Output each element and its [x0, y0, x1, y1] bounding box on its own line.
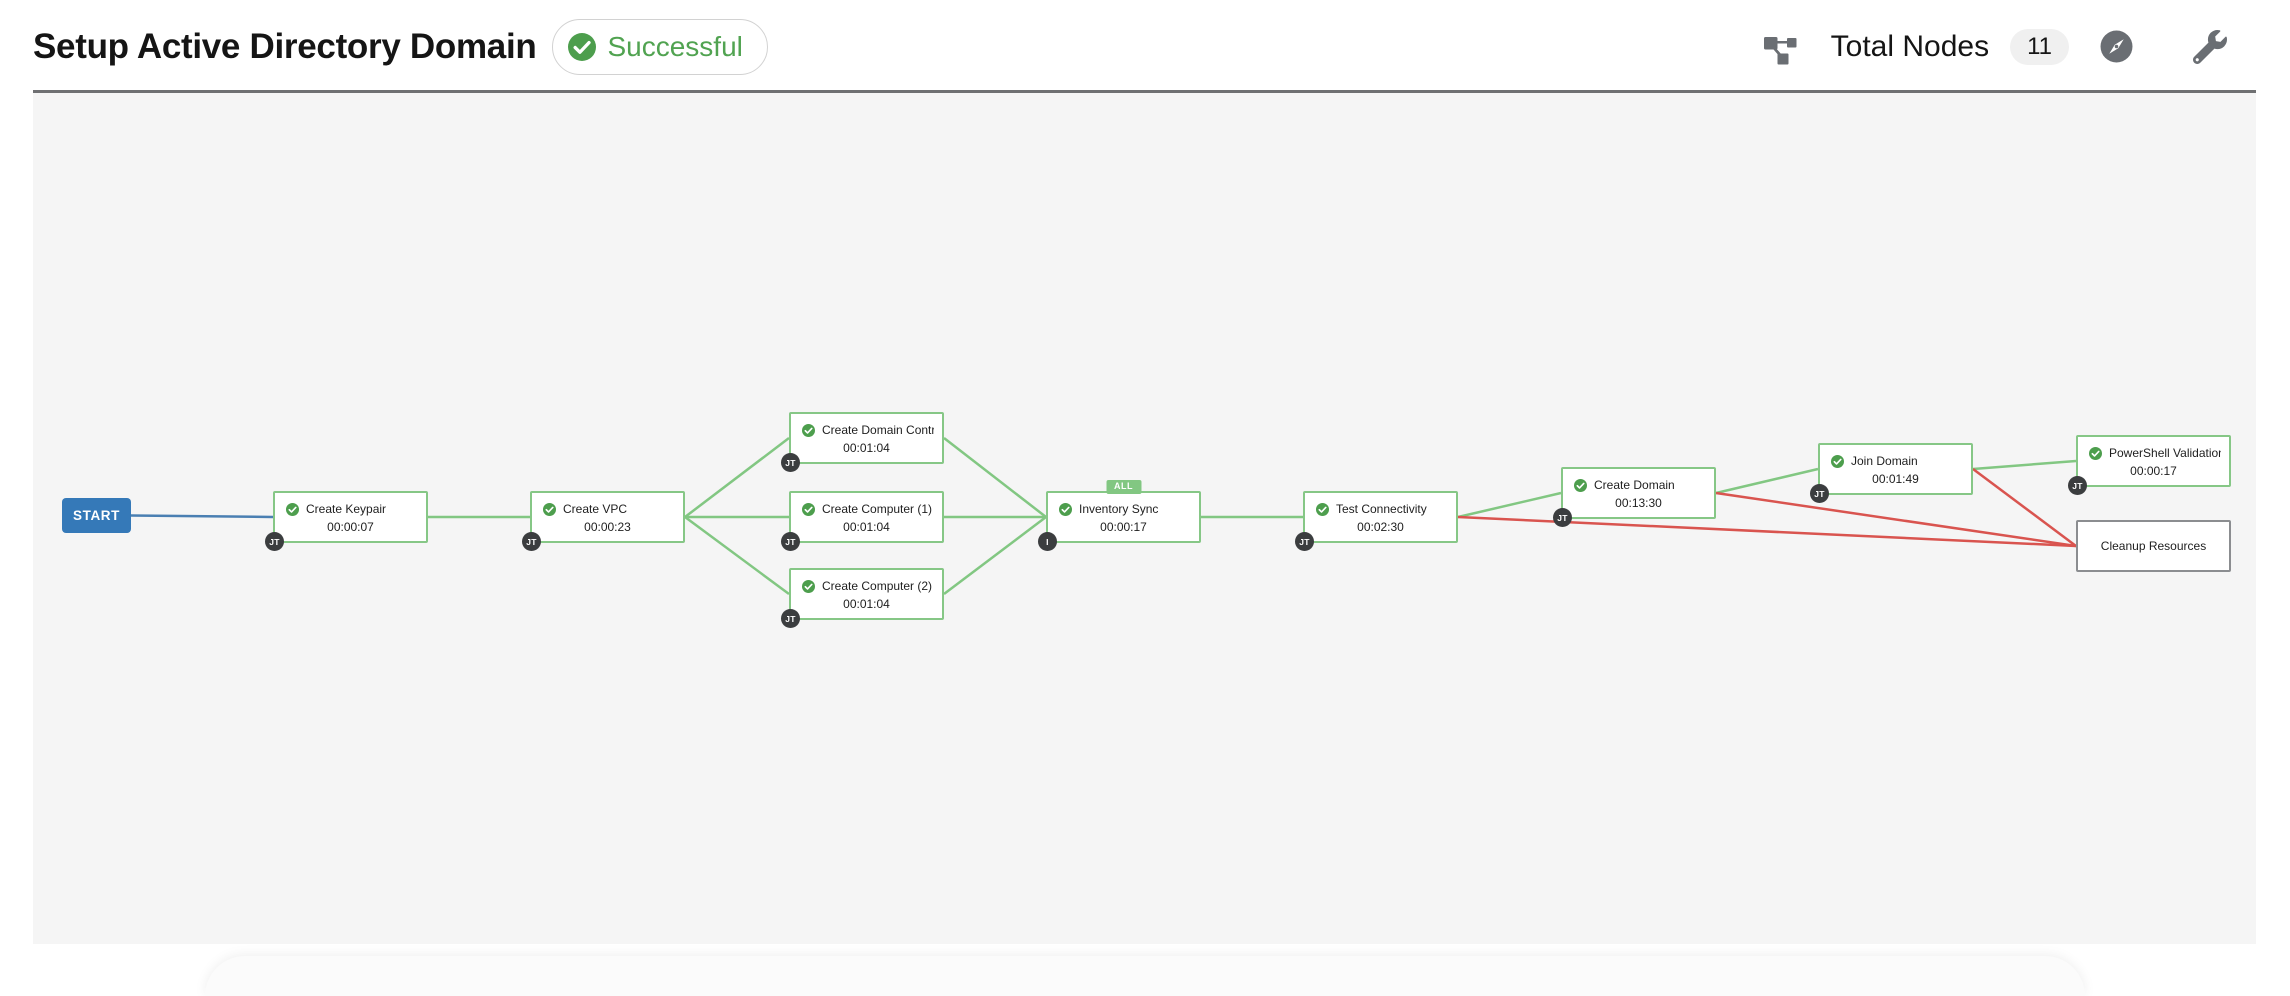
start-node[interactable]: START: [62, 498, 131, 533]
start-node-label: START: [73, 508, 120, 523]
node-type-badge: JT: [781, 453, 800, 472]
node-label: Inventory Sync: [1079, 502, 1159, 516]
node-elapsed-time: 00:01:04: [843, 597, 890, 611]
node-type-badge: JT: [1553, 508, 1572, 527]
node-type-badge: JT: [2068, 476, 2087, 495]
edge-test-connectivity-create-domain: [1457, 491, 1562, 519]
node-label: Join Domain: [1851, 454, 1918, 468]
edge-create-vpc-create-computer-2: [684, 515, 790, 596]
node-elapsed-time: 00:01:04: [843, 520, 890, 534]
compass-button[interactable]: [2100, 30, 2133, 63]
node-label: Create Keypair: [306, 502, 387, 516]
edge-create-domain-controller-inventory-sync: [943, 437, 1047, 518]
node-label: Test Connectivity: [1336, 502, 1427, 516]
node-label: Create Computer (1): [822, 502, 933, 516]
compass-icon: [2100, 30, 2133, 63]
node-elapsed-time: 00:02:30: [1357, 520, 1404, 534]
node-type-badge: JT: [265, 532, 284, 551]
node-elapsed-time: 00:00:07: [327, 520, 374, 534]
wrench-button[interactable]: [2193, 29, 2227, 64]
total-nodes-label: Total Nodes: [1830, 29, 1990, 63]
node-type-badge: JT: [1810, 484, 1829, 503]
check-circle-icon: [1831, 454, 1844, 468]
node-label: Create Computer (2): [822, 579, 933, 593]
node-type-badge: JT: [781, 609, 800, 628]
node-elapsed-time: 00:00:17: [1100, 520, 1147, 534]
node-type-badge: JT: [781, 532, 800, 551]
node-elapsed-time: 00:00:17: [2130, 464, 2177, 478]
node-all-tag: ALL: [1106, 480, 1141, 494]
check-circle-icon: [286, 502, 299, 516]
node-elapsed-time: 00:00:23: [584, 520, 631, 534]
workflow-topology-icon: [1762, 29, 1798, 65]
total-nodes-count-badge: 11: [2010, 28, 2069, 66]
edge-join-domain-cleanup-resources: [1972, 467, 2077, 548]
node-label: PowerShell Validation: [2109, 446, 2221, 460]
edge-create-domain-cleanup-resources: [1715, 491, 2077, 548]
check-circle-icon: [1316, 502, 1329, 516]
check-circle-icon: [543, 502, 556, 516]
edge-join-domain-powershell-validation: [1972, 459, 2077, 471]
node-type-badge: JT: [522, 532, 541, 551]
node-label: Create VPC: [563, 502, 628, 516]
check-circle-icon: [1059, 502, 1072, 516]
node-label: Create Domain: [1594, 478, 1675, 492]
node-label: Create Domain Contr...: [822, 423, 934, 437]
check-circle-icon: [802, 502, 815, 516]
edge-create-vpc-create-domain-controller: [684, 437, 790, 518]
workflow-node-cleanup-resources[interactable]: Cleanup Resources: [2076, 520, 2231, 572]
check-circle-icon: [1574, 478, 1587, 492]
node-elapsed-time: 00:01:49: [1872, 472, 1919, 486]
node-label: Cleanup Resources: [2100, 539, 2207, 553]
check-circle-icon: [802, 423, 815, 437]
status-badge-label: Successful: [607, 31, 743, 62]
edge-create-computer-2-inventory-sync: [943, 516, 1047, 595]
edge-start-create-keypair: [130, 514, 274, 519]
check-circle-icon: [568, 33, 597, 61]
node-type-badge: I: [1038, 532, 1057, 551]
lower-panel-peek: [205, 956, 2085, 996]
header-divider: [33, 90, 2256, 93]
edge-create-domain-join-domain: [1715, 467, 1819, 495]
wrench-icon: [2193, 29, 2227, 64]
node-type-badge: JT: [1295, 532, 1314, 551]
workflow-edges-layer: [130, 437, 2077, 596]
node-elapsed-time: 00:01:04: [843, 441, 890, 455]
status-badge: Successful: [552, 19, 768, 75]
workflow-header: Setup Active Directory Domain Successful…: [0, 0, 2290, 90]
check-circle-icon: [802, 579, 815, 593]
node-elapsed-time: 00:13:30: [1615, 496, 1662, 510]
page-title: Setup Active Directory Domain: [33, 27, 537, 66]
check-circle-icon: [2089, 446, 2102, 460]
